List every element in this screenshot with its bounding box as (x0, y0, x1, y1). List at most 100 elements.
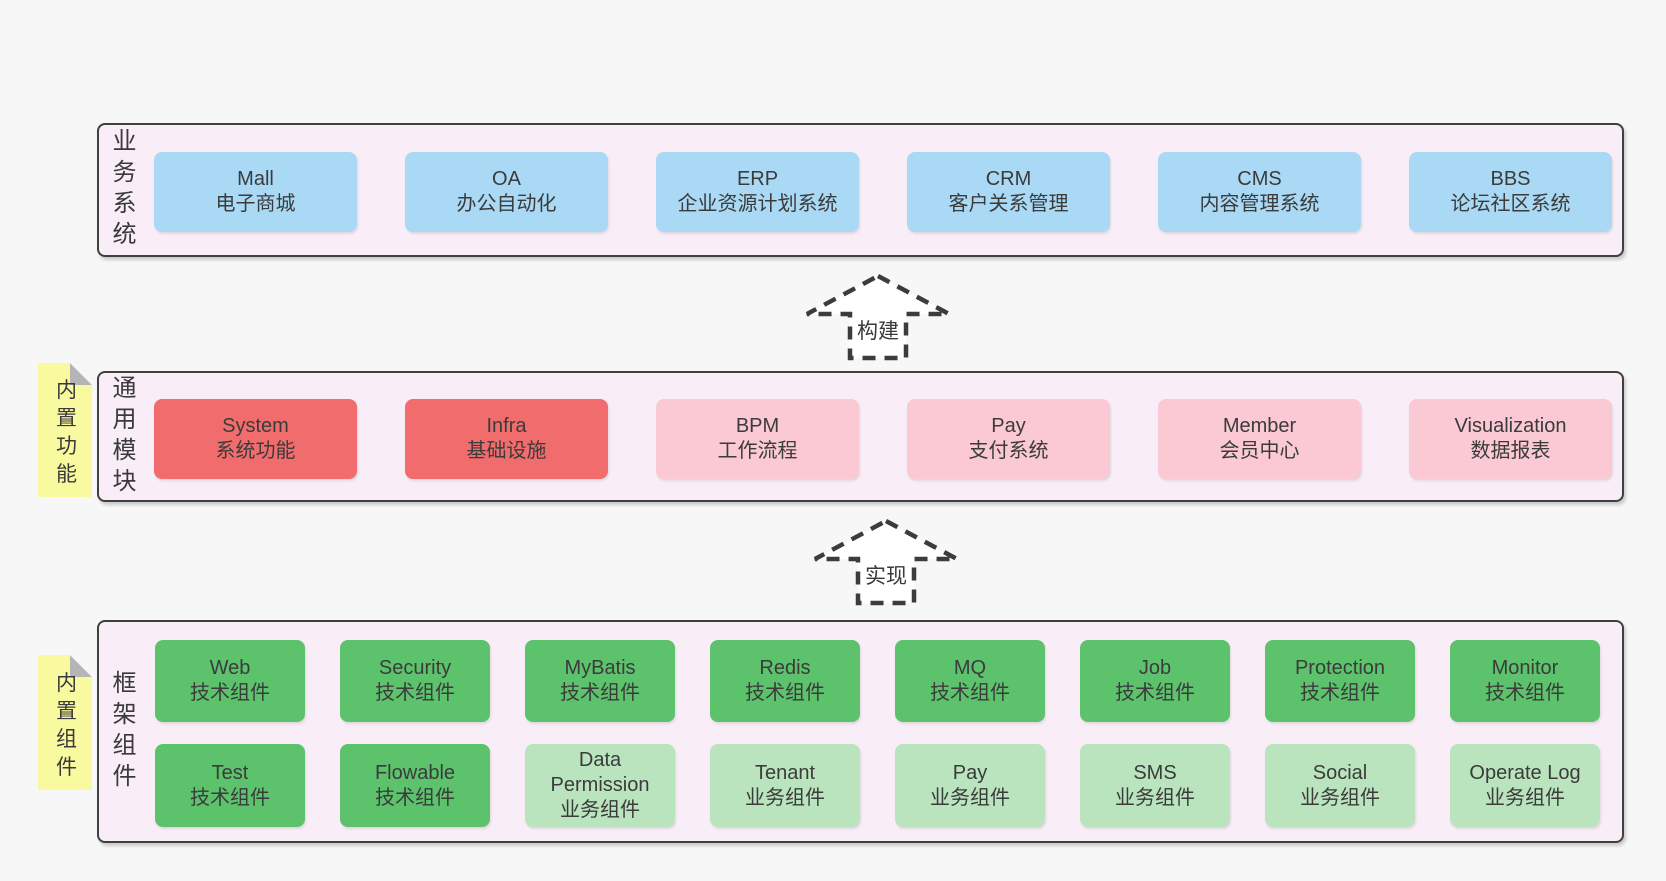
box-title: Protection (1294, 657, 1386, 679)
box-title: Flowable (374, 761, 456, 784)
panel-framework-components: 框架组件 Web 技术组件 Security 技术组件 MyBatis 技术组件… (97, 620, 1624, 843)
box-title: Data Permission (550, 749, 650, 796)
box-system: System 系统功能 (154, 399, 357, 479)
arrow-build: 构建 (803, 273, 953, 361)
box-visualization: Visualization 数据报表 (1409, 399, 1612, 479)
box-subtitle: 办公自动化 (456, 193, 557, 215)
box-oa: OA 办公自动化 (405, 152, 608, 232)
box-subtitle: 业务组件 (745, 786, 825, 809)
box-subtitle: 会员中心 (1219, 440, 1300, 462)
box-subtitle: 基础设施 (466, 440, 547, 462)
box-subtitle: 技术组件 (190, 682, 270, 704)
box-subtitle: 技术组件 (1485, 682, 1565, 704)
box-title: Job (1138, 657, 1172, 679)
box-subtitle: 客户关系管理 (948, 193, 1069, 215)
box-subtitle: 技术组件 (190, 786, 270, 809)
box-title: OA (492, 168, 521, 190)
box-bbs: BBS 论坛社区系统 (1409, 152, 1612, 232)
box-title: Visualization (1454, 415, 1567, 437)
business-systems-row: Mall 电子商城 OA 办公自动化 ERP 企业资源计划系统 CRM 客户关系… (154, 152, 1612, 232)
box-subtitle: 内容管理系统 (1199, 193, 1320, 215)
box-title: Redis (759, 657, 811, 679)
box-crm: CRM 客户关系管理 (907, 152, 1110, 232)
framework-components-row-1: Web 技术组件 Security 技术组件 MyBatis 技术组件 Redi… (155, 640, 1600, 722)
box-flowable: Flowable 技术组件 (340, 744, 490, 827)
panel-common-modules: 通用模块 System 系统功能 Infra 基础设施 BPM 工作流程 Pay… (97, 371, 1624, 502)
box-title: Mall (237, 168, 274, 190)
box-subtitle: 技术组件 (560, 682, 640, 704)
panel-business-systems-label: 业务系统 (108, 128, 135, 252)
panel-framework-components-label: 框架组件 (108, 669, 135, 794)
box-subtitle: 技术组件 (1115, 682, 1195, 704)
box-subtitle: 技术组件 (745, 682, 825, 704)
sticky-built-in-features-label: 内置功能 (53, 378, 77, 491)
box-title: MyBatis (564, 657, 636, 679)
box-title: Social (1312, 761, 1368, 784)
box-subtitle: 业务组件 (1115, 786, 1195, 809)
box-title: BBS (1490, 168, 1531, 190)
box-subtitle: 业务组件 (1300, 786, 1380, 809)
box-mall: Mall 电子商城 (154, 152, 357, 232)
box-title: Pay (952, 761, 988, 784)
box-subtitle: 技术组件 (1300, 682, 1380, 704)
box-web: Web 技术组件 (155, 640, 305, 722)
box-security: Security 技术组件 (340, 640, 490, 722)
box-tenant: Tenant 业务组件 (710, 744, 860, 827)
box-subtitle: 工作流程 (717, 440, 798, 462)
box-title: Test (211, 761, 249, 784)
box-subtitle: 技术组件 (930, 682, 1010, 704)
box-pay-component: Pay 业务组件 (895, 744, 1045, 827)
box-title: Tenant (754, 761, 816, 784)
box-title: Operate Log (1469, 761, 1581, 784)
common-modules-row: System 系统功能 Infra 基础设施 BPM 工作流程 Pay 支付系统… (154, 399, 1612, 479)
box-subtitle: 技术组件 (375, 786, 455, 809)
panel-business-systems: 业务系统 Mall 电子商城 OA 办公自动化 ERP 企业资源计划系统 CRM… (97, 123, 1624, 257)
box-title: SMS (1133, 761, 1177, 784)
box-subtitle: 论坛社区系统 (1450, 193, 1571, 215)
box-title: Security (378, 657, 452, 679)
box-social: Social 业务组件 (1265, 744, 1415, 827)
box-member: Member 会员中心 (1158, 399, 1361, 479)
box-title: ERP (736, 168, 779, 190)
box-bpm: BPM 工作流程 (656, 399, 859, 479)
box-subtitle: 数据报表 (1470, 440, 1551, 462)
box-title: Web (209, 657, 251, 679)
box-redis: Redis 技术组件 (710, 640, 860, 722)
box-title: Pay (991, 415, 1026, 437)
box-title: Monitor (1491, 657, 1559, 679)
sticky-built-in-features: 内置功能 (38, 363, 92, 497)
box-subtitle: 支付系统 (968, 440, 1049, 462)
box-operate-log: Operate Log 业务组件 (1450, 744, 1600, 827)
box-subtitle: 业务组件 (1485, 786, 1565, 809)
box-mybatis: MyBatis 技术组件 (525, 640, 675, 722)
box-sms: SMS 业务组件 (1080, 744, 1230, 827)
box-subtitle: 技术组件 (375, 682, 455, 704)
sticky-built-in-components: 内置组件 (38, 655, 92, 790)
arrow-implement-label: 实现 (863, 560, 909, 590)
box-title: System (222, 415, 289, 437)
box-subtitle: 业务组件 (930, 786, 1010, 809)
box-title: MQ (953, 657, 987, 679)
panel-common-modules-label: 通用模块 (108, 374, 135, 499)
box-subtitle: 企业资源计划系统 (677, 193, 838, 215)
arrow-implement: 实现 (811, 518, 961, 606)
box-pay-module: Pay 支付系统 (907, 399, 1110, 479)
box-data-permission: Data Permission 业务组件 (525, 744, 675, 827)
box-subtitle: 系统功能 (215, 440, 296, 462)
box-erp: ERP 企业资源计划系统 (656, 152, 859, 232)
box-title: Infra (486, 415, 527, 437)
arrow-build-label: 构建 (855, 315, 901, 345)
box-test: Test 技术组件 (155, 744, 305, 827)
box-job: Job 技术组件 (1080, 640, 1230, 722)
box-title: CMS (1237, 168, 1282, 190)
box-title: CRM (985, 168, 1032, 190)
box-subtitle: 业务组件 (560, 799, 640, 821)
box-title: BPM (735, 415, 780, 437)
box-infra: Infra 基础设施 (405, 399, 608, 479)
box-protection: Protection 技术组件 (1265, 640, 1415, 722)
box-cms: CMS 内容管理系统 (1158, 152, 1361, 232)
box-subtitle: 电子商城 (215, 193, 296, 215)
box-mq: MQ 技术组件 (895, 640, 1045, 722)
sticky-built-in-components-label: 内置组件 (53, 670, 77, 783)
box-monitor: Monitor 技术组件 (1450, 640, 1600, 722)
